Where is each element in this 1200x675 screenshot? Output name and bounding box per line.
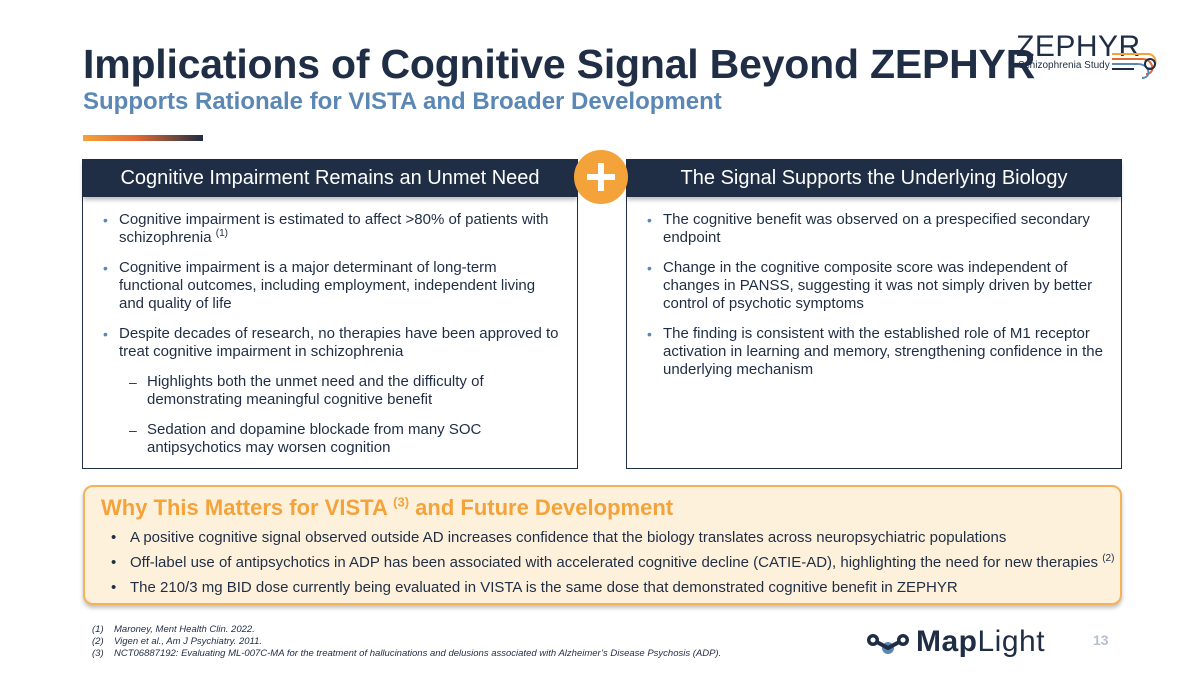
slide-subtitle: Supports Rationale for VISTA and Broader… xyxy=(83,88,722,115)
list-item: •A positive cognitive signal observed ou… xyxy=(111,529,1007,546)
footnote: (2)Vigen et al., Am J Psychiatry. 2011. xyxy=(92,636,263,647)
biology-panel-title: The Signal Supports the Underlying Biolo… xyxy=(627,160,1121,197)
dash-bullet-icon: – xyxy=(129,422,137,438)
list-item: •Change in the cognitive composite score… xyxy=(647,259,1093,312)
biology-panel: The Signal Supports the Underlying Biolo… xyxy=(626,159,1122,469)
list-item: •Cognitive impairment is a major determi… xyxy=(103,259,536,312)
page-number: 13 xyxy=(1093,632,1109,648)
bullet-icon: • xyxy=(103,326,108,342)
list-item: •Despite decades of research, no therapi… xyxy=(103,325,559,360)
bullet-icon: • xyxy=(647,212,652,228)
biology-list: •The cognitive benefit was observed on a… xyxy=(627,197,1121,379)
unmet-need-panel-title: Cognitive Impairment Remains an Unmet Ne… xyxy=(83,160,577,197)
unmet-need-panel: Cognitive Impairment Remains an Unmet Ne… xyxy=(82,159,578,469)
list-item: •Cognitive impairment is estimated to af… xyxy=(103,211,549,246)
footnote-ref: (3) xyxy=(393,494,410,510)
dash-bullet-icon: – xyxy=(129,374,137,390)
footnote: (3)NCT06887192: Evaluating ML-007C-MA fo… xyxy=(92,648,722,659)
zephyr-logo-word: ZEPHYR xyxy=(1016,30,1141,63)
bullet-icon: • xyxy=(647,260,652,276)
zephyr-logo: ZEPHYR Schizophrenia Study xyxy=(1016,30,1166,86)
why-this-matters-list: •A positive cognitive signal observed ou… xyxy=(111,529,1116,604)
accent-divider xyxy=(83,135,203,141)
maplight-logo: MapLight xyxy=(864,624,1054,664)
bullet-icon: • xyxy=(111,554,117,571)
wind-swirl-icon xyxy=(1112,53,1157,79)
why-this-matters-title: Why This Matters for VISTA (3) and Futur… xyxy=(101,494,674,520)
plus-icon xyxy=(574,150,628,204)
sub-list-item: –Sedation and dopamine blockade from man… xyxy=(129,421,482,456)
list-item: •The cognitive benefit was observed on a… xyxy=(647,211,1090,246)
bullet-icon: • xyxy=(111,529,117,546)
plus-glyph-icon xyxy=(587,163,615,191)
maplight-mark-icon xyxy=(867,634,909,654)
zephyr-logo-tagline: Schizophrenia Study xyxy=(1018,60,1110,71)
footnote-ref: (1) xyxy=(215,228,228,239)
footnotes: (1)Maroney, Ment Health Clin. 2022. (2)V… xyxy=(92,624,721,660)
bullet-icon: • xyxy=(647,326,652,342)
list-item: •The finding is consistent with the esta… xyxy=(647,325,1103,378)
list-item: •The 210/3 mg BID dose currently being e… xyxy=(111,579,958,596)
footnote: (1)Maroney, Ment Health Clin. 2022. xyxy=(92,624,255,635)
bullet-icon: • xyxy=(103,260,108,276)
bullet-icon: • xyxy=(103,212,108,228)
sub-list-item: –Highlights both the unmet need and the … xyxy=(129,373,484,408)
slide-title: Implications of Cognitive Signal Beyond … xyxy=(83,41,1036,87)
bullet-icon: • xyxy=(111,579,117,596)
unmet-need-list: •Cognitive impairment is estimated to af… xyxy=(83,197,577,457)
why-this-matters-box: Why This Matters for VISTA (3) and Futur… xyxy=(83,485,1122,605)
list-item: •Off-label use of antipsychotics in ADP … xyxy=(111,553,1115,572)
footnote-ref: (2) xyxy=(1102,553,1115,564)
maplight-logo-word: MapLight xyxy=(916,625,1046,658)
